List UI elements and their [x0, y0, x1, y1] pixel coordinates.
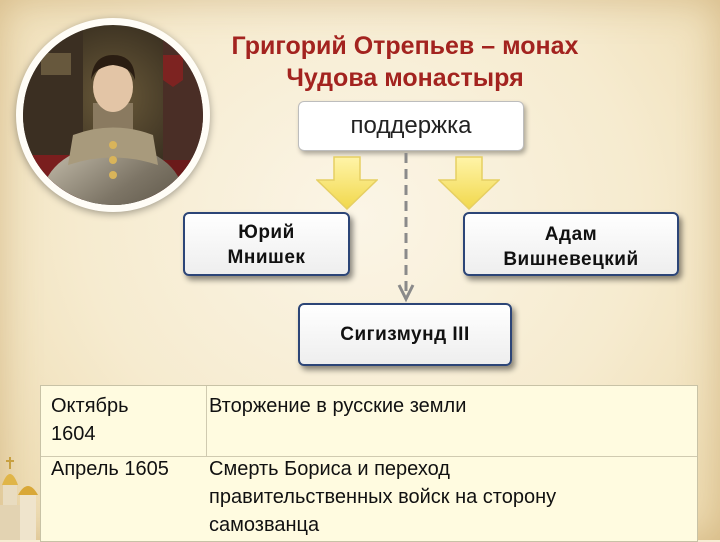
event-line: Смерть Бориса и переход: [209, 458, 450, 480]
mnishek-last-name: Мнишек: [227, 247, 306, 268]
events-table: Октябрь 1604 Вторжение в русские земли А…: [40, 385, 698, 542]
table-cell-date: Октябрь 1604: [51, 392, 201, 448]
event-line: Вторжение в русские земли: [209, 395, 467, 417]
support-box: поддержка: [298, 101, 524, 151]
event-line: правительственных войск на сторону: [209, 486, 557, 508]
vishnevetsky-first-name: Адам: [544, 224, 598, 245]
table-column-divider: [206, 386, 207, 456]
sigismund-box: Сигизмунд III: [298, 303, 512, 366]
dashed-down-arrow: [397, 153, 415, 303]
mnishek-first-name: Юрий: [238, 222, 295, 243]
yellow-down-arrow: [438, 156, 500, 210]
date-line: 1604: [51, 423, 96, 445]
title-line-1: Григорий Отрепьев – монах: [231, 32, 579, 60]
table-cell-date: Апрель 1605: [51, 455, 211, 483]
date-line: Апрель 1605: [51, 458, 169, 480]
table-row-divider: [41, 456, 697, 457]
page-title: Григорий Отрепьев – монах Чудова монасты…: [180, 30, 630, 94]
yellow-down-arrow: [316, 156, 378, 210]
table-cell-event: Смерть Бориса и переход правительственны…: [209, 455, 689, 539]
church-dome-icon: [0, 457, 38, 540]
table-cell-event: Вторжение в русские земли: [209, 392, 689, 420]
title-line-2: Чудова монастыря: [286, 64, 524, 92]
portrait-medallion: [16, 18, 210, 212]
vishnevetsky-box: Адам Вишневецкий: [463, 212, 679, 276]
mnishek-box: Юрий Мнишек: [183, 212, 350, 276]
date-line: Октябрь: [51, 395, 129, 417]
vishnevetsky-last-name: Вишневецкий: [503, 249, 639, 270]
portrait-image: [23, 25, 203, 205]
event-line: самозванца: [209, 514, 320, 536]
